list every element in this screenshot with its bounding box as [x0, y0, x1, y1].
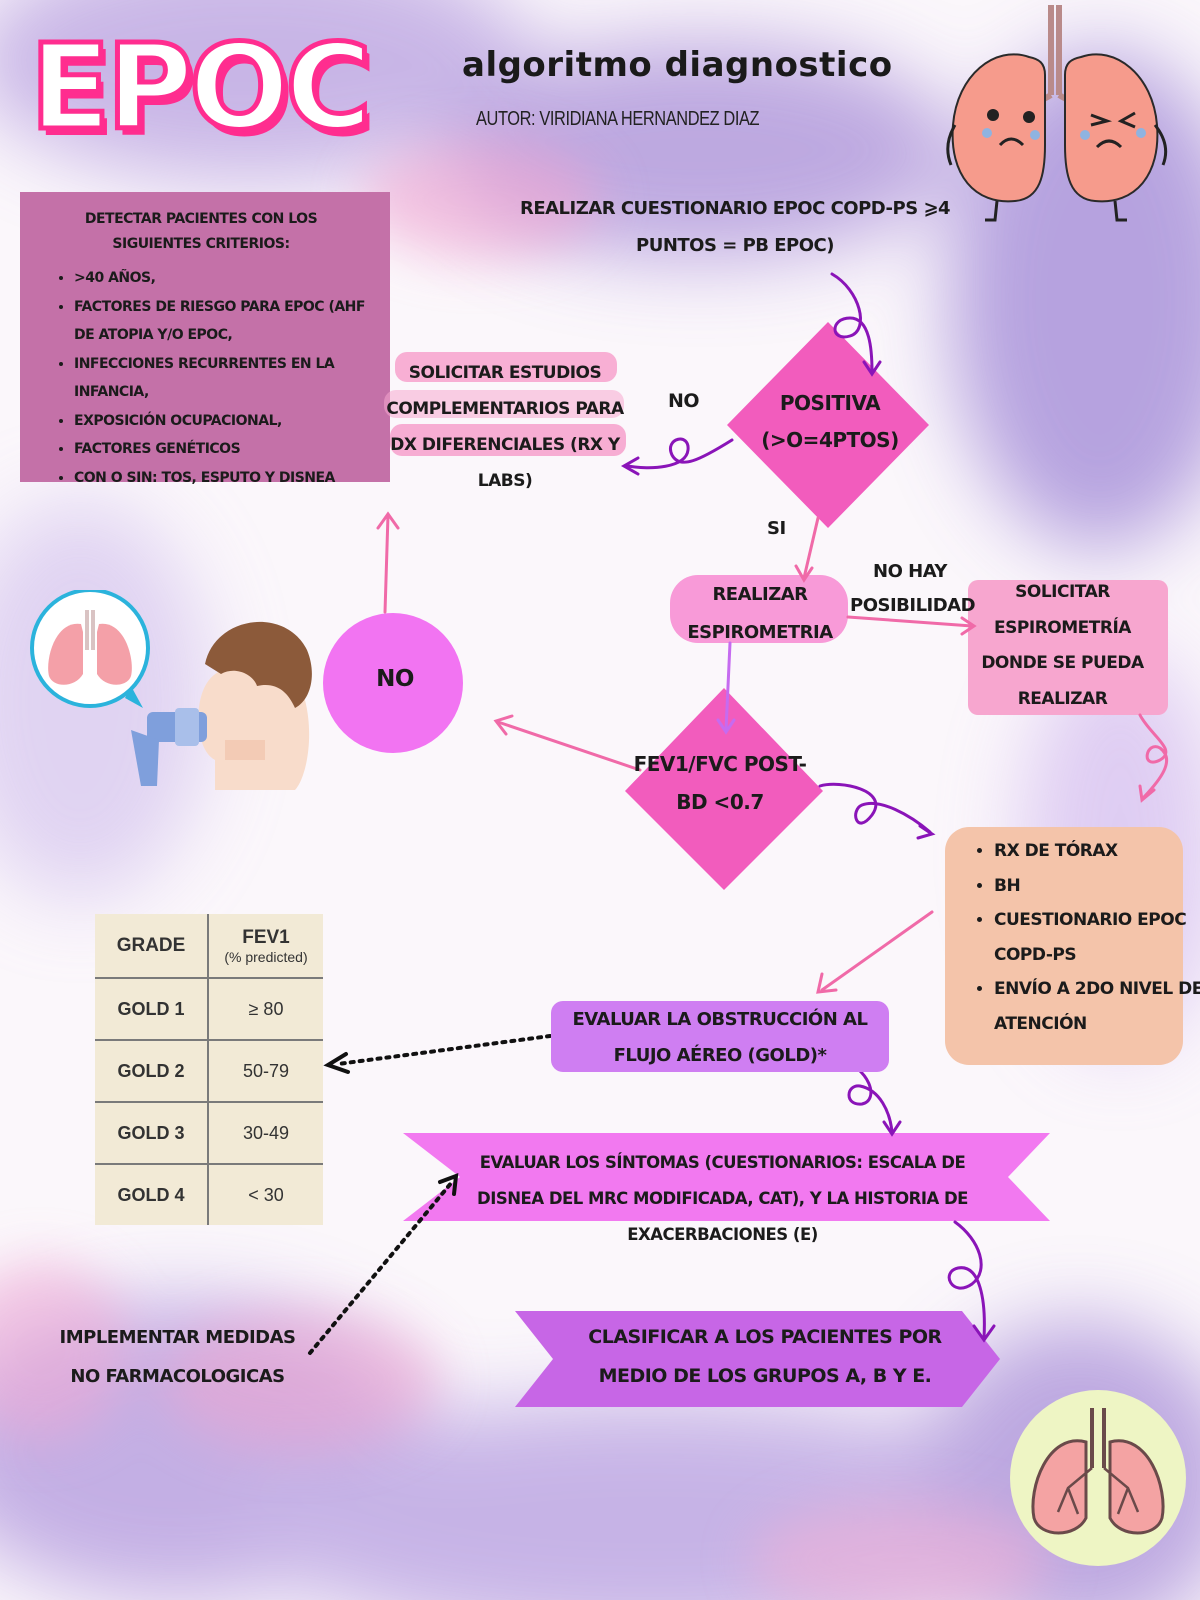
spirometry-patient-icon: [30, 590, 312, 790]
arrow-spirometry-to-request: [846, 615, 974, 628]
arrow-questionnaire-to-positive: [830, 272, 874, 374]
criteria-item: FACTORES GENÉTICOS: [74, 435, 384, 464]
dotted-arrow-medidas-to-symptoms: [308, 1180, 454, 1355]
no-circle: [323, 613, 463, 753]
spirometry-step: REALIZAR ESPIROMETRIA: [687, 584, 833, 643]
referral-box: [945, 827, 1183, 1065]
criteria-item: EXPOSICIÓN OCUPACIONAL,: [74, 407, 384, 436]
criteria-list: >40 AÑOS, FACTORES DE RIESGO PARA EPOC (…: [52, 264, 384, 492]
table-row: GOLD 4 < 30: [95, 1163, 323, 1225]
criteria-box: [20, 192, 390, 482]
spirometry-pill: [670, 575, 848, 643]
grade-cell: GOLD 3: [95, 1101, 209, 1165]
no-circle-label: NO: [376, 666, 414, 692]
value-cell: ≥ 80: [207, 977, 323, 1041]
header-fev: FEV1 (% predicted): [207, 914, 323, 979]
arrow-spirometry-to-fev: [724, 641, 732, 732]
criteria-item: CON O SIN: TOS, ESPUTO Y DISNEA: [74, 464, 384, 493]
obstruction-step: EVALUAR LA OBSTRUCCIÓN AL FLUJO AÉREO (G…: [572, 1009, 868, 1066]
no-possibility-label: NO HAY POSIBILIDAD: [850, 561, 976, 616]
criteria-item: >40 AÑOS,: [74, 264, 384, 293]
obstruction-box: [551, 1001, 889, 1072]
arrow-request-to-referral: [1138, 713, 1169, 799]
page-title: EPOC: [28, 18, 375, 156]
criteria-title: DETECTAR PACIENTES CON LOS SIGUIENTES CR…: [84, 211, 318, 252]
grade-cell: GOLD 2: [95, 1039, 209, 1103]
complementary-studies-step: SOLICITAR ESTUDIOS COMPLEMENTARIOS PARA …: [386, 363, 624, 491]
arrow-fev-to-referral: [818, 782, 932, 834]
table-row: GOLD 2 50-79: [95, 1039, 323, 1103]
no-label: NO: [668, 390, 700, 412]
arrow-positive-si: [802, 516, 820, 580]
symptoms-step: EVALUAR LOS SÍNTOMAS (CUESTIONARIOS: ESC…: [477, 1153, 968, 1244]
non-pharma-step: IMPLEMENTAR MEDIDAS NO FARMACOLOGICAS: [59, 1327, 296, 1387]
arrow-symptoms-to-classify: [947, 1220, 986, 1340]
symptoms-banner: [403, 1133, 1050, 1221]
gold-table: GRADE FEV1 (% predicted) GOLD 1 ≥ 80 GOL…: [95, 914, 323, 1225]
positive-diamond: [727, 322, 929, 528]
table-row: GOLD 1 ≥ 80: [95, 977, 323, 1041]
grade-cell: GOLD 4: [95, 1163, 209, 1225]
sad-lungs-icon: [946, 5, 1168, 222]
fev-decision: FEV1/FVC POST-BD <0.7: [633, 752, 807, 814]
author-line: AUTOR: VIRIDIANA HERNANDEZ DIAZ: [476, 108, 760, 130]
grade-cell: GOLD 1: [95, 977, 209, 1041]
lungs-badge-icon: [1010, 1390, 1186, 1566]
si-label: SI: [767, 518, 786, 539]
complementary-highlight: [384, 352, 626, 456]
fev-diamond: [625, 688, 823, 890]
arrow-fev-to-no: [496, 720, 642, 772]
header-fev-sub: (% predicted): [224, 948, 308, 965]
table-row: GOLD 3 30-49: [95, 1101, 323, 1165]
referral-item: RX DE TÓRAX: [994, 834, 1200, 869]
criteria-item: FACTORES DE RIESGO PARA EPOC (AHF DE ATO…: [74, 293, 384, 350]
arrow-no-up: [383, 513, 390, 614]
request-spirometry-step: SOLICITAR ESPIROMETRÍA DONDE SE PUEDA RE…: [981, 582, 1144, 709]
value-cell: < 30: [207, 1163, 323, 1225]
arrow-referral-to-obstruction: [820, 910, 934, 992]
referral-item: ENVÍO A 2DO NIVEL DE ATENCIÓN: [994, 972, 1200, 1041]
criteria-item: INFECCIONES RECURRENTES EN LA INFANCIA,: [74, 350, 384, 407]
request-spirometry-highlight: [968, 580, 1168, 715]
dotted-arrow-to-gold-table: [336, 1034, 552, 1066]
value-cell: 30-49: [207, 1101, 323, 1165]
referral-list: RX DE TÓRAX BH CUESTIONARIO EPOC COPD-PS…: [968, 834, 1200, 1041]
classify-banner: [515, 1311, 1000, 1407]
table-header-row: GRADE FEV1 (% predicted): [95, 914, 323, 979]
arrow-positive-no: [626, 437, 734, 470]
questionnaire-step: REALIZAR CUESTIONARIO EPOC COPD-PS ⩾4 PU…: [519, 198, 951, 256]
header-grade: GRADE: [95, 914, 209, 979]
referral-item: CUESTIONARIO EPOC COPD-PS: [994, 903, 1200, 972]
header-fev-label: FEV1: [242, 926, 290, 948]
arrow-obstruction-to-symptoms: [836, 1056, 894, 1134]
referral-item: BH: [994, 869, 1200, 904]
subtitle: algoritmo diagnostico: [462, 45, 893, 85]
positive-decision: POSITIVA (>o=4PTOS): [761, 391, 899, 452]
classify-step: CLASIFICAR A LOS PACIENTES POR MEDIO DE …: [588, 1326, 942, 1387]
value-cell: 50-79: [207, 1039, 323, 1103]
